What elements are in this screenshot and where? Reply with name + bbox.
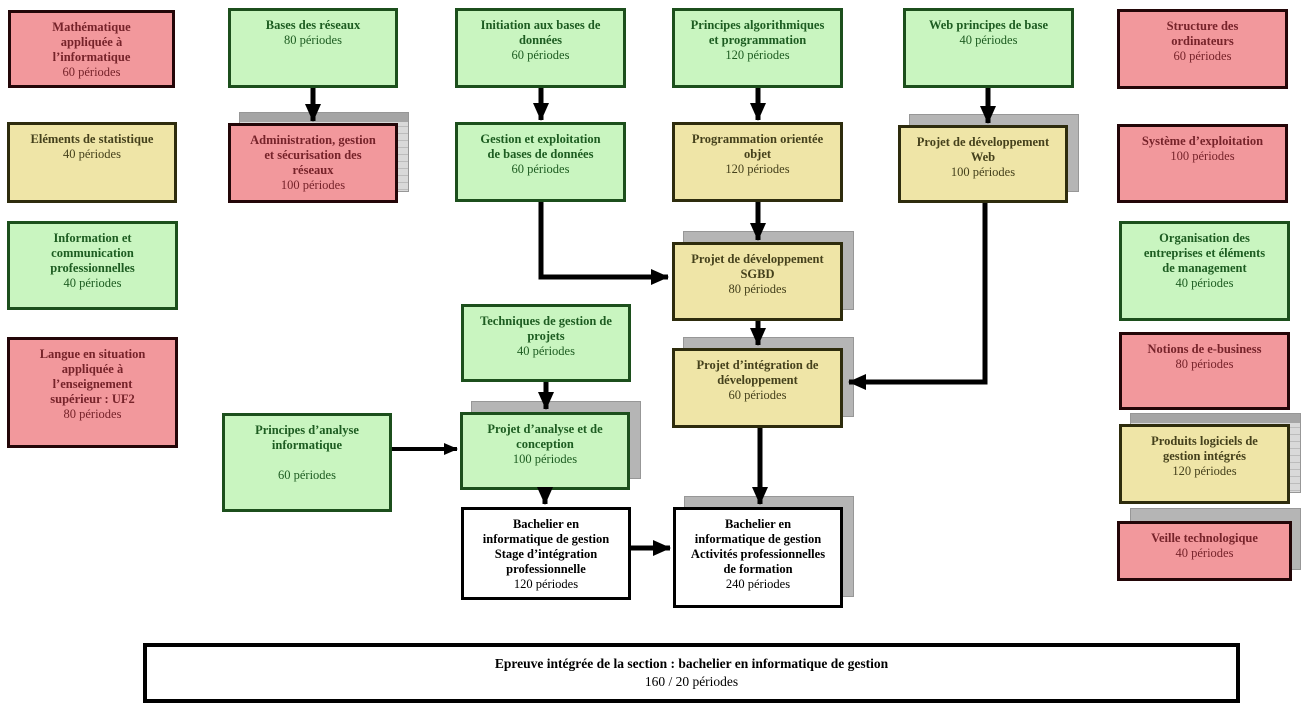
node-periods: 40 périodes: [517, 344, 575, 358]
node-periods: 120 périodes: [725, 162, 790, 176]
node-periods: 120 périodes: [1172, 464, 1237, 478]
node-title: Information et communication professionn…: [50, 231, 135, 275]
node-periods: 40 périodes: [1175, 276, 1234, 290]
node-title: Système d’exploitation: [1141, 134, 1264, 148]
node-notions-ebusiness: Notions de e-business 80 périodes: [1119, 332, 1290, 410]
node-title: Programmation orientée objet: [691, 132, 824, 161]
node-title: Notions de e-business: [1147, 342, 1262, 356]
node-periods: 60 périodes: [511, 48, 570, 62]
node-periods: 120 périodes: [513, 577, 579, 591]
node-title: Produits logiciels de gestion intégrés: [1151, 434, 1258, 463]
node-periods: 40 périodes: [63, 147, 121, 161]
node-title: Structure des ordinateurs: [1166, 19, 1239, 48]
node-title: Techniques de gestion de projets: [480, 314, 612, 343]
node-principes-analyse: Principes d’analyse informatique 60 péri…: [222, 413, 392, 512]
arrow-projetweb-to-integration: [848, 203, 988, 390]
node-title: Organisation des entreprises et éléments…: [1143, 231, 1266, 275]
node-periods: 100 périodes: [512, 452, 578, 466]
node-stage-integration: Bachelier en informatique de gestion Sta…: [461, 507, 631, 600]
node-periods: 40 périodes: [1175, 546, 1234, 560]
node-title: Principes algorithmiques et programmatio…: [690, 18, 825, 47]
node-title: Projet d’analyse et de conception: [487, 422, 603, 451]
node-title: Principes d’analyse informatique: [255, 423, 359, 452]
node-initiation-bd: Initiation aux bases de données 60 pério…: [455, 8, 626, 88]
node-bases-reseaux: Bases des réseaux 80 périodes: [228, 8, 398, 88]
node-periods: 100 périodes: [280, 178, 346, 192]
node-programmation-objet: Programmation orientée objet 120 période…: [672, 122, 843, 202]
node-activites-professionnelles: Bachelier en informatique de gestion Act…: [673, 507, 843, 608]
node-projet-dev-sgbd: Projet de développement SGBD 80 périodes: [672, 242, 843, 321]
node-principes-algorithmiques: Principes algorithmiques et programmatio…: [672, 8, 843, 88]
node-organisation-entreprises: Organisation des entreprises et éléments…: [1119, 221, 1290, 321]
node-title: Gestion et exploitation de bases de donn…: [480, 132, 601, 161]
node-periods: 120 périodes: [725, 48, 790, 62]
node-title: Bachelier en informatique de gestion Act…: [690, 517, 826, 576]
footer-periods: 160 / 20 périodes: [644, 674, 739, 689]
node-mathematique: Mathématique appliquée à l’informatique …: [8, 10, 175, 88]
node-periods: 80 périodes: [728, 282, 787, 296]
node-projet-integration: Projet d’intégration de développement 60…: [672, 348, 843, 428]
node-periods: 100 périodes: [1170, 149, 1235, 163]
node-epreuve-integree: Epreuve intégrée de la section : bacheli…: [143, 643, 1240, 703]
node-systeme-exploitation: Système d’exploitation 100 périodes: [1117, 124, 1288, 203]
node-projet-analyse-conception: Projet d’analyse et de conception 100 pé…: [460, 412, 630, 490]
node-periods: 40 périodes: [63, 276, 122, 290]
node-title: Veille technologique: [1151, 531, 1258, 545]
node-title: Eléments de statistique: [30, 132, 154, 146]
node-periods: 60 périodes: [62, 65, 121, 79]
node-periods: 60 périodes: [728, 388, 787, 402]
node-periods: 60 périodes: [278, 468, 336, 482]
node-web-principes: Web principes de base 40 périodes: [903, 8, 1074, 88]
node-periods: 80 périodes: [1175, 357, 1234, 371]
node-elements-statistique: Eléments de statistique 40 périodes: [7, 122, 177, 203]
node-information-communication: Information et communication professionn…: [7, 221, 178, 310]
node-periods: 80 périodes: [284, 33, 342, 47]
node-veille-technologique: Veille technologique 40 périodes: [1117, 521, 1292, 581]
node-periods: 240 périodes: [725, 577, 791, 591]
node-title: Bachelier en informatique de gestion Sta…: [482, 517, 610, 576]
node-title: Bases des réseaux: [265, 18, 361, 32]
node-periods: 40 périodes: [959, 33, 1018, 47]
node-title: Projet de développement SGBD: [691, 252, 824, 281]
node-produits-logiciels: Produits logiciels de gestion intégrés 1…: [1119, 424, 1290, 504]
node-administration-reseaux: Administration, gestion et sécurisation …: [228, 123, 398, 203]
node-periods: 100 périodes: [950, 165, 1016, 179]
node-techniques-gestion-projets: Techniques de gestion de projets 40 péri…: [461, 304, 631, 382]
node-structure-ordinateurs: Structure des ordinateurs 60 périodes: [1117, 9, 1288, 89]
node-periods: 80 périodes: [63, 407, 122, 421]
node-periods: 60 périodes: [511, 162, 570, 176]
node-title: Web principes de base: [928, 18, 1049, 32]
node-title: Langue en situation appliquée à l’enseig…: [39, 347, 146, 406]
arrow-gestion-to-sgbd: [538, 202, 669, 285]
node-gestion-exploitation-bd: Gestion et exploitation de bases de donn…: [455, 122, 626, 202]
node-title: Projet d’intégration de développement: [696, 358, 819, 387]
footer-title: Epreuve intégrée de la section : bacheli…: [494, 655, 889, 671]
node-title: Initiation aux bases de données: [480, 18, 601, 47]
node-langue-uf2: Langue en situation appliquée à l’enseig…: [7, 337, 178, 448]
node-title: Administration, gestion et sécurisation …: [250, 133, 376, 177]
node-projet-dev-web: Projet de développement Web 100 périodes: [898, 125, 1068, 203]
node-title: Mathématique appliquée à l’informatique: [52, 20, 131, 64]
node-periods: 60 périodes: [1173, 49, 1232, 63]
node-title: Projet de développement Web: [916, 135, 1050, 164]
